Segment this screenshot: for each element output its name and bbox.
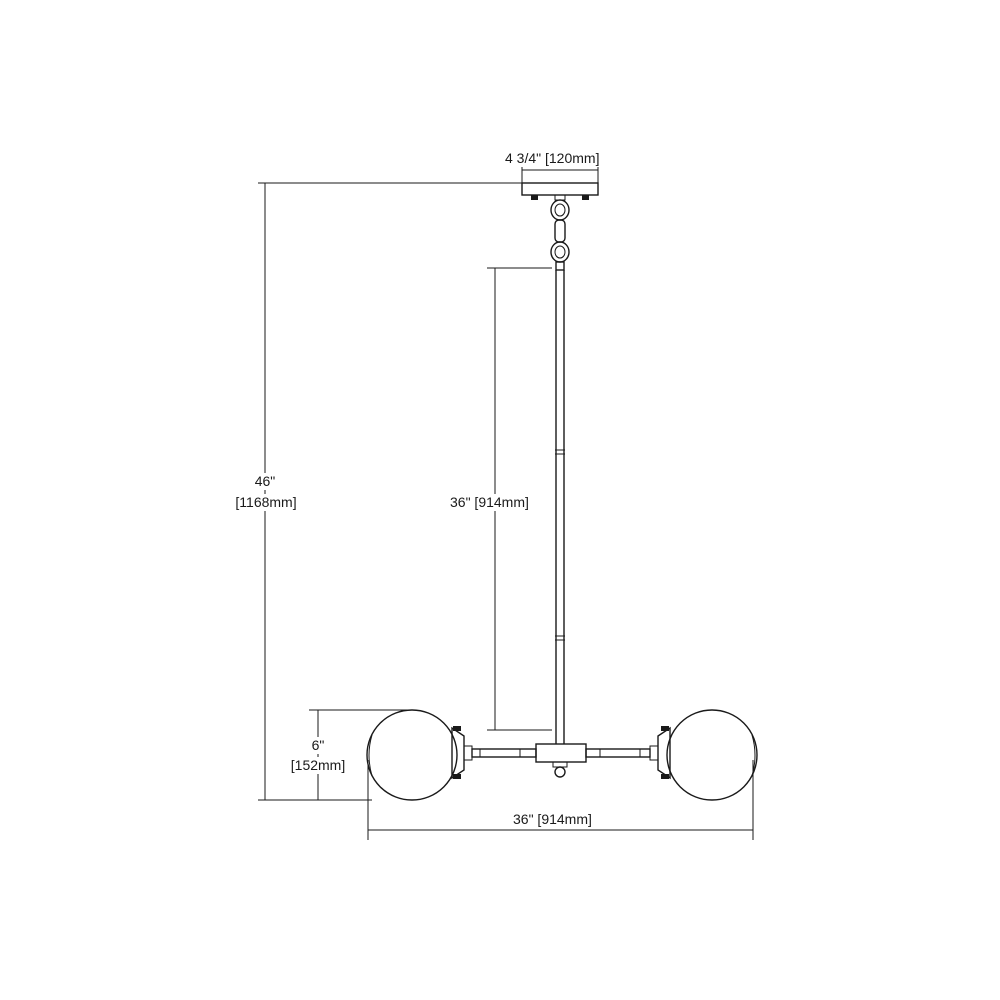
chain — [550, 199, 570, 271]
right-globe — [666, 709, 758, 801]
center-body — [535, 743, 587, 778]
stem-length-label: 36" [914mm] — [450, 494, 529, 511]
overall-width-label: 36" [914mm] — [513, 811, 592, 828]
left-arm — [451, 726, 537, 780]
stem — [555, 270, 565, 744]
canopy-width-dimension — [521, 165, 599, 185]
canopy — [521, 182, 599, 201]
overall-height-label-in: 46" — [250, 473, 280, 490]
overall-height-dimension — [258, 182, 524, 801]
globe-height-label-mm: [152mm] — [280, 757, 356, 774]
right-arm — [585, 726, 671, 780]
canopy-width-label: 4 3/4" [120mm] — [505, 150, 600, 167]
left-globe — [366, 709, 458, 801]
globe-height-dimension — [309, 709, 410, 800]
overall-width-dimension — [367, 760, 754, 840]
globe-height-label-in: 6" — [303, 737, 333, 754]
overall-height-label-mm: [1168mm] — [228, 494, 304, 511]
